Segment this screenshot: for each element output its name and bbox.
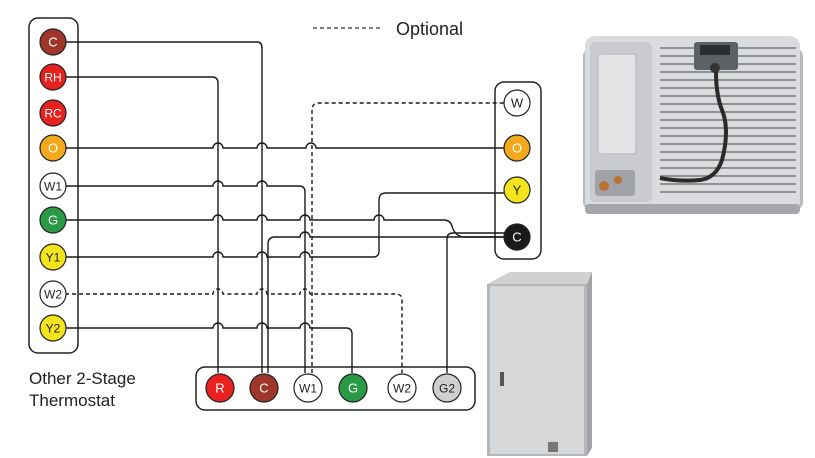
indoor-terminal-r-shape [205, 373, 235, 403]
wire-c-thermostat-to-indoor [65, 41, 263, 373]
thermostat-terminal-o-label: O [48, 141, 58, 156]
indoor-terminal-w2-label: W2 [393, 382, 411, 396]
thermostat-caption: Other 2-Stage Thermostat [29, 368, 136, 412]
legend: Optional [313, 19, 463, 39]
indoor-terminal-g2-shape [432, 373, 462, 403]
thermostat-terminal-y2-shape [39, 314, 67, 342]
indoor-terminal-c-label: C [259, 381, 268, 396]
thermostat-terminal-g-label: G [48, 213, 58, 228]
wire-indoor-w1-to-outdoor-w [311, 102, 505, 373]
thermostat-terminal-y1: Y1 [39, 243, 67, 271]
thermostat-terminal-rc-shape [39, 99, 67, 127]
thermostat-terminal-w1: W1 [39, 172, 67, 200]
indoor-air-handler-illustration [487, 272, 592, 456]
indoor-terminal-g-shape [338, 373, 368, 403]
indoor-terminal-g-label: G [348, 381, 358, 396]
indoor-terminal-r-label: R [215, 381, 224, 396]
thermostat-terminal-g-shape [39, 206, 67, 234]
wire-indoor-c-to-outdoor-c [267, 231, 505, 373]
wire-o-to-outdoor-o [65, 142, 505, 149]
thermostat-terminal-w1-label: W1 [44, 180, 62, 194]
wire-y2-to-indoor-g [65, 322, 353, 373]
thermostat-terminal-rh: RH [39, 63, 67, 91]
wire-w2-to-indoor-w2 [65, 288, 403, 373]
indoor-terminal-c-shape [249, 373, 279, 403]
thermostat-terminal-c-shape [39, 28, 67, 56]
indoor-terminal-w1: W1 [293, 373, 323, 403]
thermostat-terminal-g: G [39, 206, 67, 234]
thermostat-terminal-rh-shape [39, 63, 67, 91]
outdoor-terminal-o: O [503, 134, 531, 162]
thermostat-terminal-c-label: C [48, 35, 57, 50]
indoor-terminal-w1-label: W1 [299, 382, 317, 396]
wire-y1-to-outdoor-y [65, 192, 505, 258]
wires-group [65, 41, 505, 373]
outdoor-terminal-o-label: O [512, 141, 522, 156]
wire-rh-to-indoor-r [65, 76, 219, 373]
outdoor-terminal-w-label: W [511, 96, 524, 111]
thermostat-terminal-w2-shape [39, 280, 67, 308]
indoor-unit-terminals: R C W1 G W2 G2 [205, 373, 462, 403]
indoor-terminal-c: C [249, 373, 279, 403]
indoor-terminal-box [195, 366, 476, 411]
outdoor-terminal-o-shape [503, 134, 531, 162]
thermostat-terminal-rh-label: RH [44, 71, 61, 85]
wire-indoor-g2-to-outdoor-c [446, 232, 505, 373]
outdoor-terminal-w: W [503, 89, 531, 117]
thermostat-caption-line1: Other 2-Stage [29, 369, 136, 388]
thermostat-terminal-o-shape [39, 134, 67, 162]
indoor-terminal-g: G [338, 373, 368, 403]
legend-label: Optional [396, 19, 463, 39]
indoor-terminal-g2-label: G2 [439, 382, 455, 396]
outdoor-terminal-c-label: C [512, 230, 521, 245]
wire-g-to-outdoor-c [65, 214, 505, 238]
outdoor-terminal-box [494, 81, 542, 260]
thermostat-terminal-w2-label: W2 [44, 288, 62, 302]
outdoor-condenser-illustration [583, 36, 803, 214]
outdoor-terminal-c-shape [503, 223, 531, 251]
thermostat-terminal-rc-label: RC [44, 107, 62, 121]
thermostat-terminal-o: O [39, 134, 67, 162]
indoor-terminal-g2: G2 [432, 373, 462, 403]
indoor-terminal-r: R [205, 373, 235, 403]
thermostat-terminal-w1-shape [39, 172, 67, 200]
thermostat-terminal-c: C [39, 28, 67, 56]
outdoor-terminal-c: C [503, 223, 531, 251]
thermostat-terminal-y1-shape [39, 243, 67, 271]
outdoor-terminal-w-shape [503, 89, 531, 117]
thermostat-terminal-y2-label: Y2 [46, 322, 61, 336]
outdoor-terminal-y-label: Y [513, 183, 522, 198]
thermostat-terminal-rc: RC [39, 99, 67, 127]
wire-w1-to-indoor-w1 [65, 180, 306, 373]
outdoor-unit-terminals: W O Y C [503, 89, 531, 251]
indoor-terminal-w1-shape [293, 373, 323, 403]
outdoor-terminal-y: Y [503, 176, 531, 204]
outdoor-terminal-y-shape [503, 176, 531, 204]
thermostat-caption-line2: Thermostat [29, 391, 115, 410]
indoor-terminal-w2: W2 [387, 373, 417, 403]
thermostat-terminal-w2: W2 [39, 280, 67, 308]
thermostat-terminal-y2: Y2 [39, 314, 67, 342]
thermostat-terminal-y1-label: Y1 [46, 251, 61, 265]
indoor-terminal-w2-shape [387, 373, 417, 403]
